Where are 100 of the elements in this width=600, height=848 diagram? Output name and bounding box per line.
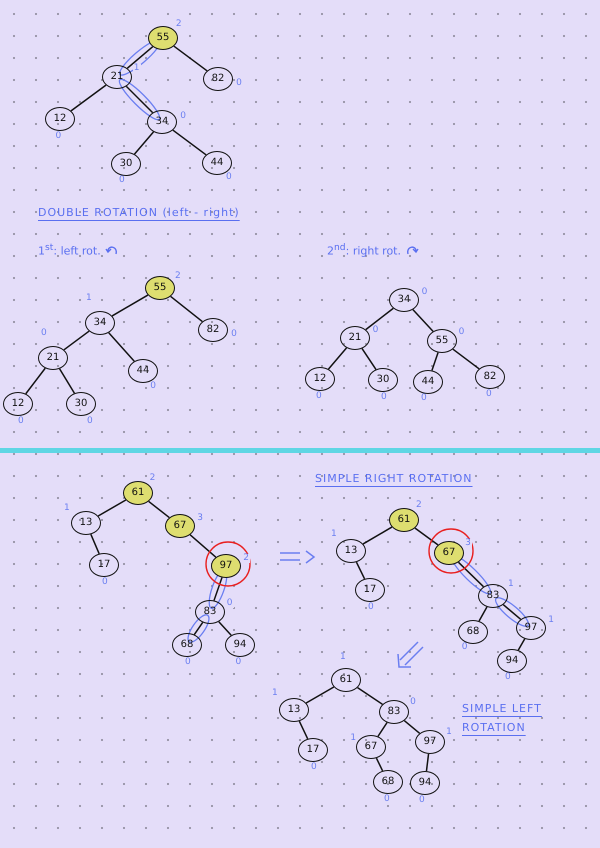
balance-factor: 0: [40, 329, 48, 338]
tree-edge: [174, 46, 208, 72]
node-key: 55: [154, 283, 166, 293]
tree-edge: [376, 758, 384, 772]
highlighted-tree-node: [434, 541, 464, 565]
section-heading: DOUBLE ROTATION (left - right): [38, 205, 241, 221]
tree-node: [198, 318, 228, 342]
node-key: 94: [506, 656, 518, 666]
tree-node: [410, 771, 440, 795]
tree-edge: [194, 622, 204, 635]
node-key: 21: [348, 333, 362, 343]
balance-factor: 3: [464, 538, 472, 548]
tree-node: [305, 367, 335, 391]
tree-edge: [356, 562, 366, 580]
tree-edge: [190, 534, 216, 558]
balance-factor: 1: [132, 64, 141, 73]
tree-edge: [170, 296, 203, 322]
tree-edge: [431, 352, 439, 371]
balance-factor: 1: [85, 294, 93, 303]
tree-node: [45, 107, 75, 131]
node-key: 44: [136, 366, 150, 376]
tree-edge: [426, 754, 430, 772]
tree-edge: [478, 606, 488, 622]
tree-edge: [518, 638, 526, 650]
balance-factor: 0: [310, 763, 318, 772]
balance-factor: 0: [149, 382, 157, 392]
node-key: 83: [486, 591, 500, 601]
tree-node: [203, 67, 233, 91]
tree-node: [66, 392, 96, 416]
tree-edge: [112, 294, 148, 317]
node-key: 44: [210, 158, 224, 168]
highlighted-tree-node: [123, 481, 153, 505]
node-key: 21: [110, 72, 124, 82]
tree-edge: [70, 84, 106, 112]
balance-factor: 1: [63, 504, 71, 513]
tree-edge: [64, 330, 90, 350]
tree-node: [89, 553, 119, 577]
highlighted-tree-node: [145, 276, 175, 300]
tree-node: [172, 633, 202, 657]
tree-edge: [502, 604, 522, 620]
node-key: 67: [174, 521, 186, 531]
node-key: 21: [46, 353, 60, 363]
tree-edge: [98, 499, 126, 517]
balance-factor: 0: [383, 795, 391, 804]
node-key: 13: [288, 705, 300, 715]
balance-factor: 0: [86, 417, 94, 426]
node-key: 17: [98, 560, 110, 570]
balance-factor: 0: [118, 176, 126, 186]
node-key: 94: [418, 778, 432, 788]
node-key: 12: [314, 374, 326, 384]
tree-edge: [361, 348, 377, 370]
tree-edge: [90, 534, 100, 554]
balance-factor: 0: [420, 288, 428, 298]
tree-node: [368, 368, 398, 392]
highlighted-tree-node: [211, 554, 241, 578]
section-heading: SIMPLE LEFT ROTATION: [462, 701, 543, 736]
tree-node: [225, 633, 255, 657]
balance-factor: 0: [409, 698, 417, 707]
tree-edge: [298, 720, 308, 740]
tree-node: [298, 738, 328, 762]
balance-factor: 0: [226, 598, 234, 608]
balance-factor: 1: [339, 653, 347, 662]
node-key: 61: [340, 675, 352, 685]
node-key: 68: [382, 777, 394, 787]
node-key: 12: [12, 399, 24, 409]
node-key: 83: [204, 607, 216, 617]
balance-factor: 0: [235, 79, 243, 88]
node-key: 97: [220, 561, 232, 571]
tree-edge: [148, 500, 170, 518]
balance-factor: 0: [372, 326, 380, 336]
tree-node: [427, 329, 457, 353]
node-key: 61: [132, 488, 144, 498]
tree-node: [497, 649, 527, 673]
tree-node: [516, 616, 546, 640]
tree-edge: [452, 348, 480, 370]
balance-factor: 1: [445, 728, 453, 737]
balance-factor: 0: [504, 673, 512, 682]
tree-edge: [58, 368, 76, 394]
balance-factor: 0: [101, 578, 109, 587]
tree-node: [373, 770, 403, 794]
tree-edge: [362, 526, 392, 545]
tree-node: [102, 65, 132, 89]
node-key: 17: [364, 585, 376, 595]
node-key: 55: [436, 336, 448, 346]
tree-edge: [126, 86, 154, 114]
balance-factor: 0: [184, 658, 192, 667]
tree-edge: [218, 621, 232, 636]
node-key: 68: [180, 640, 194, 650]
tree-edge: [172, 130, 206, 156]
balance-factor: 0: [367, 603, 375, 612]
node-key: 34: [156, 117, 168, 127]
tree-node: [195, 600, 225, 624]
balance-factor: 1: [271, 689, 279, 698]
step-note: 1$^{st}$: left rot.: [38, 242, 101, 258]
node-key: 67: [364, 742, 378, 752]
node-key: 82: [212, 74, 224, 84]
balance-factor: 1: [330, 530, 338, 539]
node-key: 97: [424, 737, 436, 747]
node-key: 30: [74, 399, 88, 409]
tree-node: [475, 365, 505, 389]
